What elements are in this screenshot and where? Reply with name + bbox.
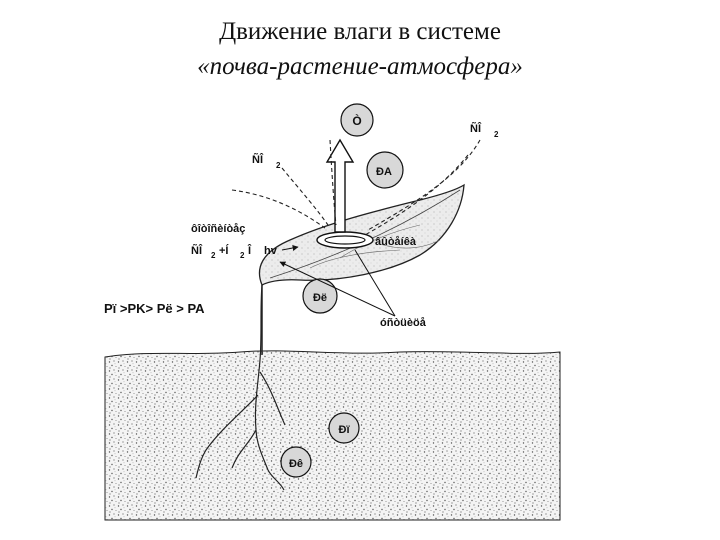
photo-eq-plus-h: +Í [219,244,229,257]
co2-left-sub: 2 [276,161,281,170]
pp-label: Ðï [339,424,351,436]
photo-eq-co2: ÑÎ [191,244,203,257]
photosynthesis-label: ôîòîñèíòåç [191,223,245,235]
photo-eq-sub1: 2 [211,251,216,260]
sun-circle: Ò [341,104,373,136]
sun-label: Ò [352,113,361,128]
co2-right-sub: 2 [494,130,499,139]
root-pressure-circle: Ðê [281,447,311,477]
stomata-label: âûòåíêà [375,236,417,248]
vessel-label: óñòüèöå [380,317,427,329]
pk-label: Ðê [289,458,303,470]
photo-eq-hv: hv [264,245,278,257]
photo-eq-sub2: 2 [240,251,245,260]
pressure-inequality: Pï >PK> Pë > PA [104,301,205,316]
soil-pressure-circle: Ðï [329,413,359,443]
pa-label: ÐA [376,166,392,178]
photo-eq-o: Î [247,244,252,257]
atmosphere-pressure-circle: ÐA [367,152,403,188]
co2-right-label: ÑÎ [470,122,482,135]
leaf-pressure-circle: Ðë [303,279,337,313]
stomata-icon [317,232,373,248]
co2-left-label: ÑÎ [252,153,264,166]
pl-label: Ðë [313,292,327,304]
